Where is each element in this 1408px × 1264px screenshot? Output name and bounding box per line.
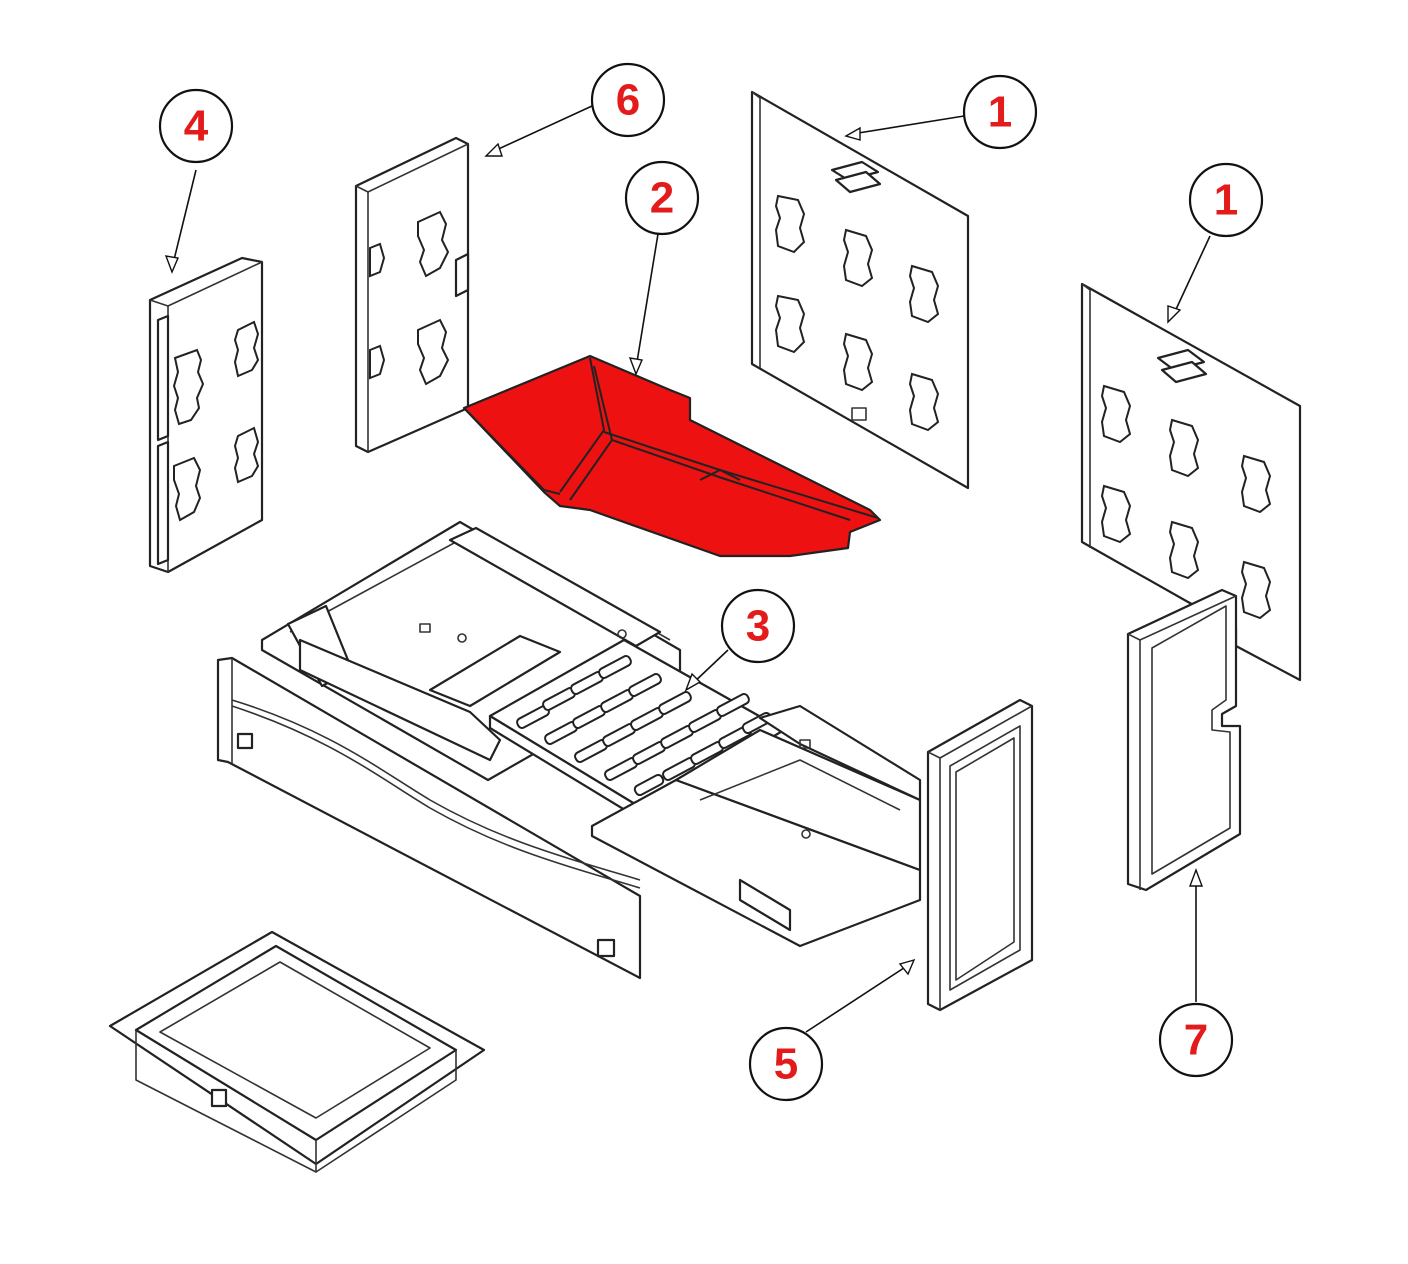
part-2-baffle-highlighted[interactable] bbox=[462, 354, 882, 558]
callout-2-label: 2 bbox=[650, 174, 674, 223]
callout-6: 6 bbox=[590, 62, 666, 138]
part-4-left-side-panel[interactable] bbox=[148, 256, 264, 574]
callout-1b: 1 bbox=[1188, 162, 1264, 238]
front-ash-lip bbox=[216, 656, 642, 980]
callout-2: 2 bbox=[624, 160, 700, 236]
ash-pan[interactable] bbox=[108, 930, 486, 1173]
callout-4-label: 4 bbox=[184, 102, 209, 151]
callout-5-label: 5 bbox=[774, 1040, 798, 1089]
callout-leaders bbox=[164, 105, 1211, 1033]
part-1-back-panel-upper[interactable] bbox=[750, 90, 970, 490]
base-tray-right-section bbox=[590, 704, 922, 948]
part-7-right-rear-panel[interactable] bbox=[1126, 588, 1242, 892]
callout-3: 3 bbox=[720, 588, 796, 664]
callout-7-label: 7 bbox=[1184, 1016, 1208, 1065]
callout-1a-label: 1 bbox=[988, 88, 1012, 137]
callout-1b-label: 1 bbox=[1214, 176, 1238, 225]
callout-5: 5 bbox=[748, 1026, 824, 1102]
callout-3-label: 3 bbox=[746, 602, 770, 651]
part-5-right-front-panel[interactable] bbox=[926, 698, 1034, 1012]
callout-1a: 1 bbox=[962, 74, 1038, 150]
part-6-rear-left-panel[interactable] bbox=[354, 136, 470, 454]
grate-slots bbox=[516, 655, 773, 797]
callout-4: 4 bbox=[158, 88, 234, 164]
callout-7: 7 bbox=[1158, 1002, 1234, 1078]
callout-6-label: 6 bbox=[616, 76, 640, 125]
